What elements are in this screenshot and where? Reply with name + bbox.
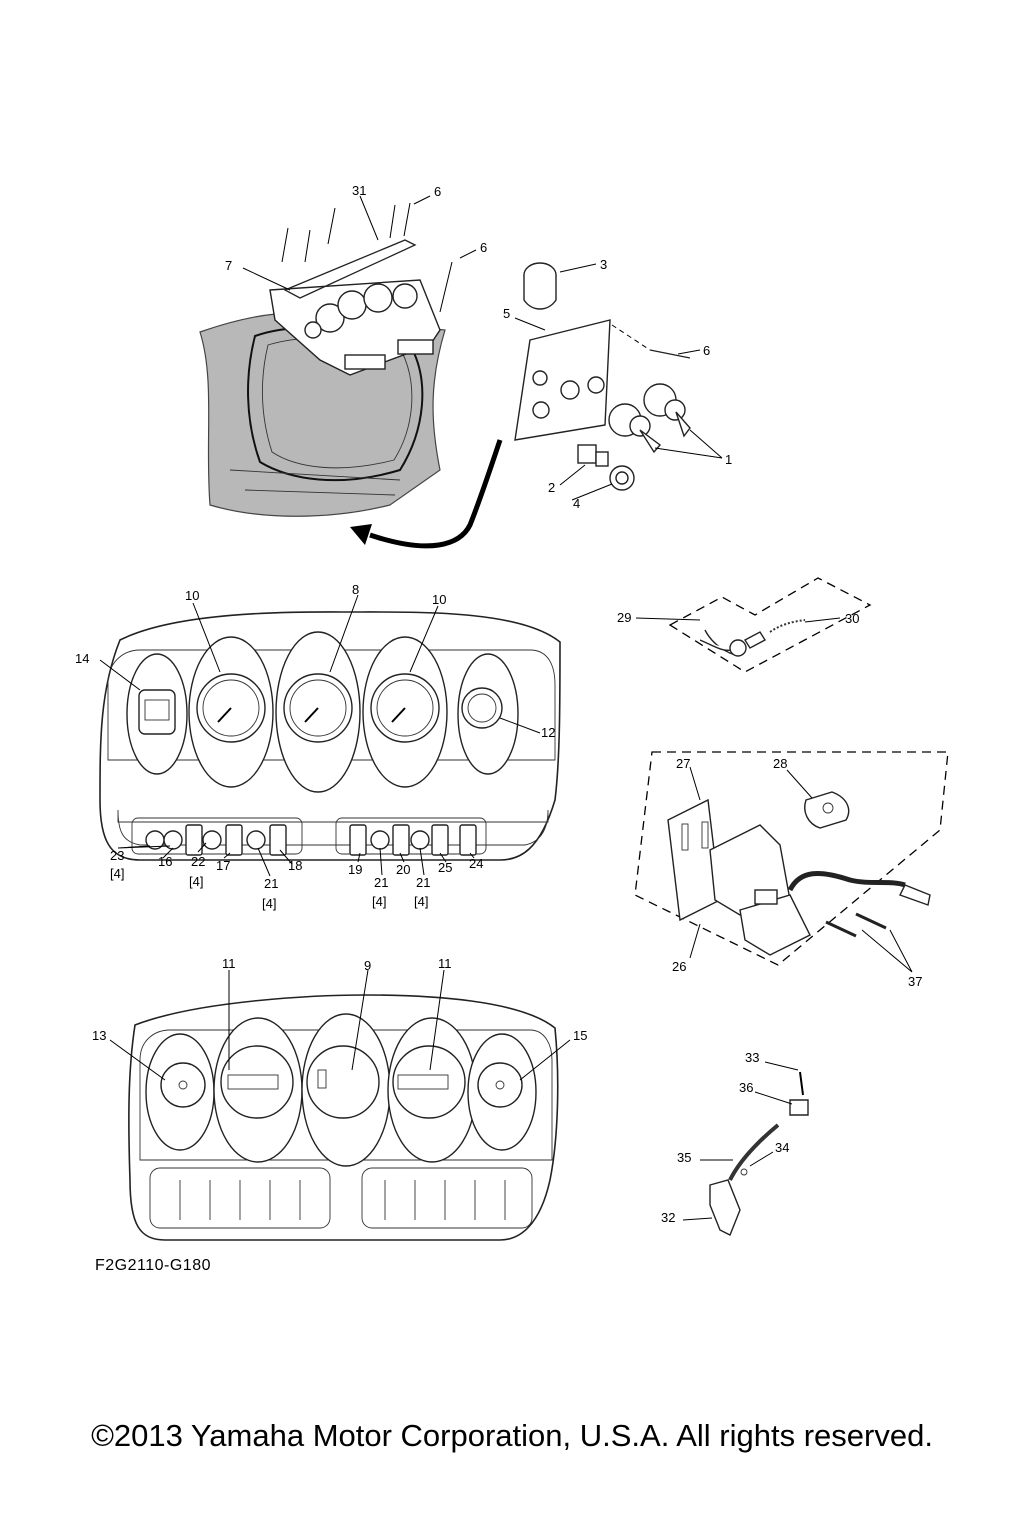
callout-21a-qty: [4]: [262, 896, 276, 911]
callout-28: 28: [773, 756, 787, 771]
callout-37: 37: [908, 974, 922, 989]
callout-10b: 10: [432, 592, 446, 607]
callout-21c-qty: [4]: [414, 894, 428, 909]
callout-21a: 21: [264, 876, 278, 891]
callout-21c: 21: [416, 875, 430, 890]
callout-34: 34: [775, 1140, 789, 1155]
callout-22-qty: [4]: [189, 874, 203, 889]
wiring-harness-kit: [635, 577, 872, 673]
callout-29: 29: [617, 610, 631, 625]
callout-32: 32: [661, 1210, 675, 1225]
meter-panel-rear: [109, 969, 571, 1241]
callout-13: 13: [92, 1028, 106, 1043]
callout-36: 36: [739, 1080, 753, 1095]
callout-1: 1: [725, 452, 732, 467]
dash-console-assembly: [199, 195, 723, 549]
copyright-notice: ©2013 Yamaha Motor Corporation, U.S.A. A…: [91, 1418, 933, 1453]
callout-27: 27: [676, 756, 690, 771]
diagram-code: F2G2110-G180: [95, 1257, 211, 1274]
callout-24: 24: [469, 856, 483, 871]
callout-9: 9: [364, 958, 371, 973]
callout-18: 18: [288, 858, 302, 873]
callout-3: 3: [600, 257, 607, 272]
callout-14: 14: [75, 651, 89, 666]
callout-21b-qty: [4]: [372, 894, 386, 909]
callout-21b: 21: [374, 875, 388, 890]
sensor-bracket-assembly: [634, 751, 949, 973]
callout-17: 17: [216, 858, 230, 873]
callout-5: 5: [503, 306, 510, 321]
callout-16: 16: [158, 854, 172, 869]
callout-20: 20: [396, 862, 410, 877]
callout-19: 19: [348, 862, 362, 877]
callout-11b: 11: [438, 956, 452, 971]
callout-8: 8: [352, 582, 359, 597]
callout-2: 2: [548, 480, 555, 495]
callout-22: 22: [191, 854, 205, 869]
callout-23-qty: [4]: [110, 866, 124, 881]
callout-30: 30: [845, 611, 859, 626]
callout-23: 23: [110, 848, 124, 863]
callout-25: 25: [438, 860, 452, 875]
callout-11a: 11: [222, 956, 236, 971]
callout-10a: 10: [185, 588, 199, 603]
callout-6a: 6: [434, 184, 441, 199]
callout-12: 12: [541, 725, 555, 740]
callout-7: 7: [225, 258, 232, 273]
callout-31: 31: [352, 183, 366, 198]
callout-6c: 6: [703, 343, 710, 358]
callout-15: 15: [573, 1028, 587, 1043]
callout-4: 4: [573, 496, 580, 511]
callout-6b: 6: [480, 240, 487, 255]
meter-panel-front: [99, 594, 561, 877]
sender-bracket-group: [682, 1061, 809, 1236]
callout-33: 33: [745, 1050, 759, 1065]
callout-35: 35: [677, 1150, 691, 1165]
callout-26: 26: [672, 959, 686, 974]
